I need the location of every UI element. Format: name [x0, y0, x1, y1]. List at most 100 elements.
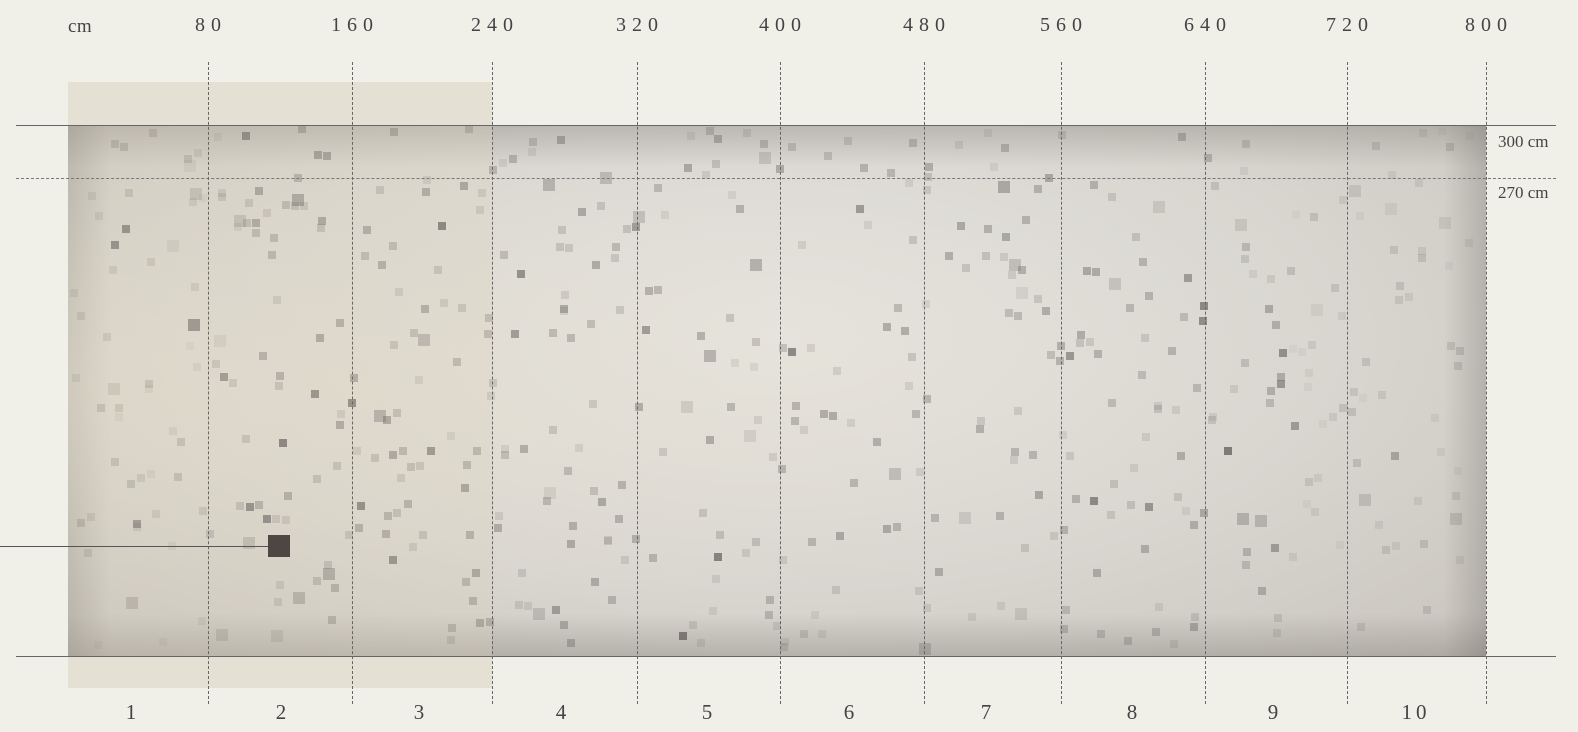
- mosaic-tile: [604, 536, 612, 544]
- mosaic-tile: [889, 468, 901, 480]
- mosaic-tile: [829, 412, 837, 420]
- panel-number: 4: [555, 700, 571, 724]
- mosaic-tile: [1180, 313, 1188, 321]
- mosaic-tile: [976, 425, 984, 433]
- mosaic-tile: [984, 129, 992, 137]
- mosaic-tile: [1277, 373, 1285, 381]
- mosaic-tile: [1142, 433, 1150, 441]
- mosaic-tile: [1439, 217, 1451, 229]
- mosaic-tile: [1289, 345, 1297, 353]
- mosaic-tile: [473, 447, 481, 455]
- mosaic-tile: [742, 549, 750, 557]
- mosaic-tile: [518, 569, 526, 577]
- mosaic-tile: [399, 447, 407, 455]
- mosaic-tile: [608, 596, 616, 604]
- mosaic-tile: [590, 487, 598, 495]
- mosaic-tile: [1305, 478, 1313, 486]
- mosaic-tile: [1339, 404, 1347, 412]
- mosaic-tile: [174, 473, 182, 481]
- mosaic-tile: [1034, 295, 1042, 303]
- mosaic-tile: [558, 226, 566, 234]
- mosaic-tile: [632, 535, 640, 543]
- mosaic-tile: [336, 421, 344, 429]
- mosaic-tile: [1415, 179, 1423, 187]
- mosaic-tile: [1056, 357, 1064, 365]
- mosaic-tile: [543, 179, 555, 191]
- mosaic-tile: [635, 403, 643, 411]
- mosaic-tile: [1090, 181, 1098, 189]
- mosaic-tile: [500, 251, 508, 259]
- mosaic-tile: [759, 152, 771, 164]
- mosaic-tile: [397, 474, 405, 482]
- mosaic-tile: [824, 152, 832, 160]
- mosaic-tile: [1108, 399, 1116, 407]
- mosaic-tile: [145, 380, 153, 388]
- mosaic-tile: [1199, 317, 1207, 325]
- mosaic-tile: [236, 502, 244, 510]
- mosaic-tile: [557, 136, 565, 144]
- panel-divider-line: [637, 62, 638, 704]
- mosaic-tile: [714, 553, 722, 561]
- mosaic-tile: [561, 291, 569, 299]
- mosaic-tile: [284, 492, 292, 500]
- mosaic-tile: [389, 556, 397, 564]
- mosaic-tile: [1331, 284, 1339, 292]
- mosaic-tile: [336, 319, 344, 327]
- mosaic-tile: [463, 461, 471, 469]
- mosaic-tile: [485, 314, 493, 322]
- mosaic-tile: [1126, 304, 1134, 312]
- mosaic-tile: [1249, 270, 1257, 278]
- mosaic-tile: [1002, 233, 1010, 241]
- mosaic-tile: [115, 413, 123, 421]
- mosaic-tile: [955, 141, 963, 149]
- mosaic-tile: [587, 320, 595, 328]
- mosaic-tile: [1230, 385, 1238, 393]
- mosaic-tile: [1009, 259, 1021, 271]
- mosaic-tile: [1456, 556, 1464, 564]
- mosaic-tile: [1010, 456, 1018, 464]
- mosaic-tile: [1066, 352, 1074, 360]
- mosaic-tile: [390, 341, 398, 349]
- mosaic-tile: [1072, 495, 1080, 503]
- mosaic-tile: [984, 225, 992, 233]
- mosaic-tile: [469, 597, 477, 605]
- mosaic-tile: [1190, 521, 1198, 529]
- mosaic-tile: [754, 416, 762, 424]
- mosaic-tile: [190, 188, 202, 200]
- mosaic-tile: [833, 367, 841, 375]
- mosaic-tile: [567, 334, 575, 342]
- mosaic-tile: [246, 503, 254, 511]
- mosaic-tile: [598, 498, 606, 506]
- mosaic-tile: [919, 643, 931, 655]
- mosaic-tile: [1200, 302, 1208, 310]
- mosaic-tile: [649, 554, 657, 562]
- mosaic-tile: [773, 622, 781, 630]
- mosaic-tile: [147, 470, 155, 478]
- mosaic-tile: [873, 438, 881, 446]
- mosaic-tile: [752, 538, 760, 546]
- mosaic-tile: [887, 169, 895, 177]
- mosaic-tile: [597, 202, 605, 210]
- mosaic-tile: [575, 444, 583, 452]
- mosaic-tile: [234, 223, 242, 231]
- mosaic-tile: [311, 390, 319, 398]
- mosaic-tile: [1329, 413, 1337, 421]
- mosaic-tile: [642, 326, 650, 334]
- mosaic-tile: [564, 467, 572, 475]
- mosaic-tile: [1190, 623, 1198, 631]
- mosaic-tile: [1339, 196, 1347, 204]
- mosaic-tile: [1291, 422, 1299, 430]
- mosaic-tile: [1418, 254, 1426, 262]
- mosaic-tile: [337, 410, 345, 418]
- mosaic-tile: [604, 537, 612, 545]
- mosaic-tile: [214, 133, 222, 141]
- mosaic-tile: [501, 445, 509, 453]
- mosaic-tile: [704, 350, 716, 362]
- mosaic-tile: [883, 525, 891, 533]
- mosaic-tile: [1304, 383, 1312, 391]
- mosaic-tile: [893, 523, 901, 531]
- mosaic-tile: [520, 445, 528, 453]
- mosaic-tile: [252, 219, 260, 227]
- mosaic-tile: [1303, 500, 1311, 508]
